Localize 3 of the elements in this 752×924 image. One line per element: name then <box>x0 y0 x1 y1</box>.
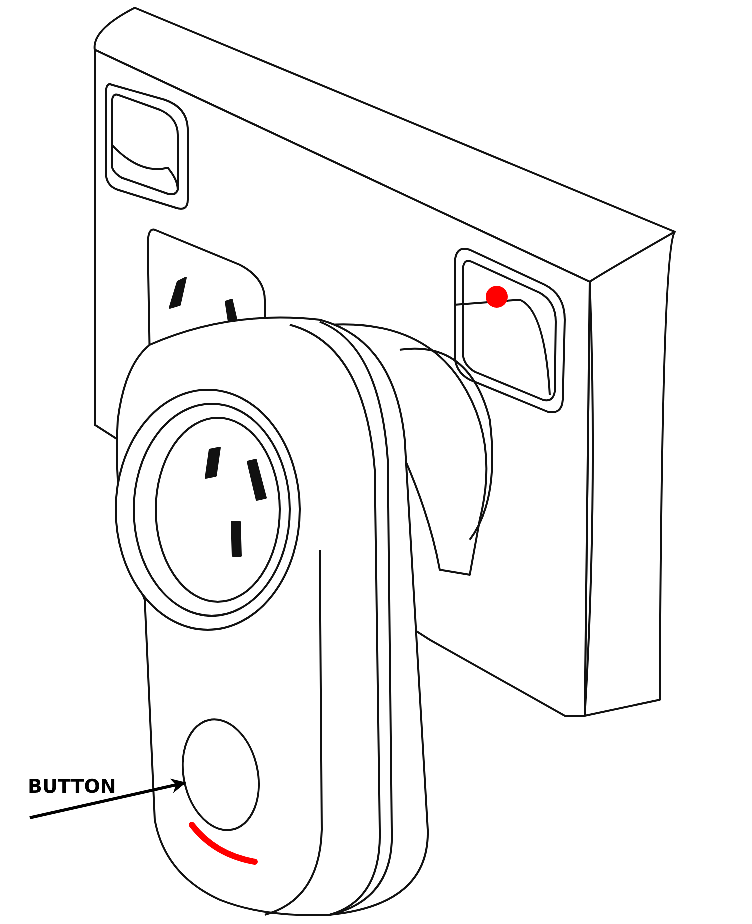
part-label: BUTTON <box>28 776 116 798</box>
leader-arrow <box>30 778 186 820</box>
button-outline <box>182 718 260 832</box>
